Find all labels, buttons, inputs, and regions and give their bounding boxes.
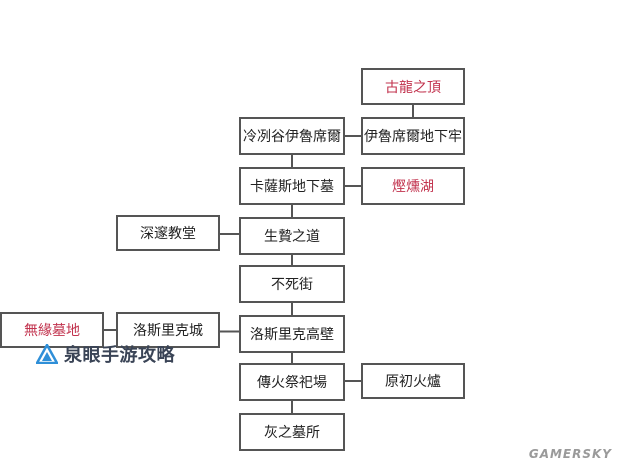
site-watermark: GAMERSKY — [528, 447, 612, 461]
node-irithyll-dungeon: 伊魯席爾地下牢 — [361, 117, 465, 155]
node-road-of-sacrifices: 生贄之道 — [239, 217, 345, 255]
triangle-logo-icon — [36, 344, 58, 364]
node-untended-graves: 無緣墓地 — [0, 312, 104, 348]
node-lothric-castle: 洛斯里克城 — [116, 312, 220, 348]
node-irithyll-valley: 冷冽谷伊魯席爾 — [239, 117, 345, 155]
node-firelink-shrine: 傳火祭祀場 — [239, 363, 345, 401]
node-smouldering-lake: 熞燻湖 — [361, 167, 465, 205]
node-catacombs-of-carthus: 卡薩斯地下墓 — [239, 167, 345, 205]
node-undead-settlement: 不死街 — [239, 265, 345, 303]
node-high-wall-of-lothric: 洛斯里克高壁 — [239, 315, 345, 353]
watermark-text: 泉眼手游攻略 — [64, 345, 175, 366]
node-kiln-of-first-flame: 原初火爐 — [361, 363, 465, 399]
node-cemetery-of-ash: 灰之墓所 — [239, 413, 345, 451]
watermark: 泉眼手游攻略 — [36, 341, 175, 367]
node-ancient-dragon-summit: 古龍之頂 — [361, 68, 465, 105]
node-cathedral-of-the-deep: 深邃教堂 — [116, 215, 220, 251]
